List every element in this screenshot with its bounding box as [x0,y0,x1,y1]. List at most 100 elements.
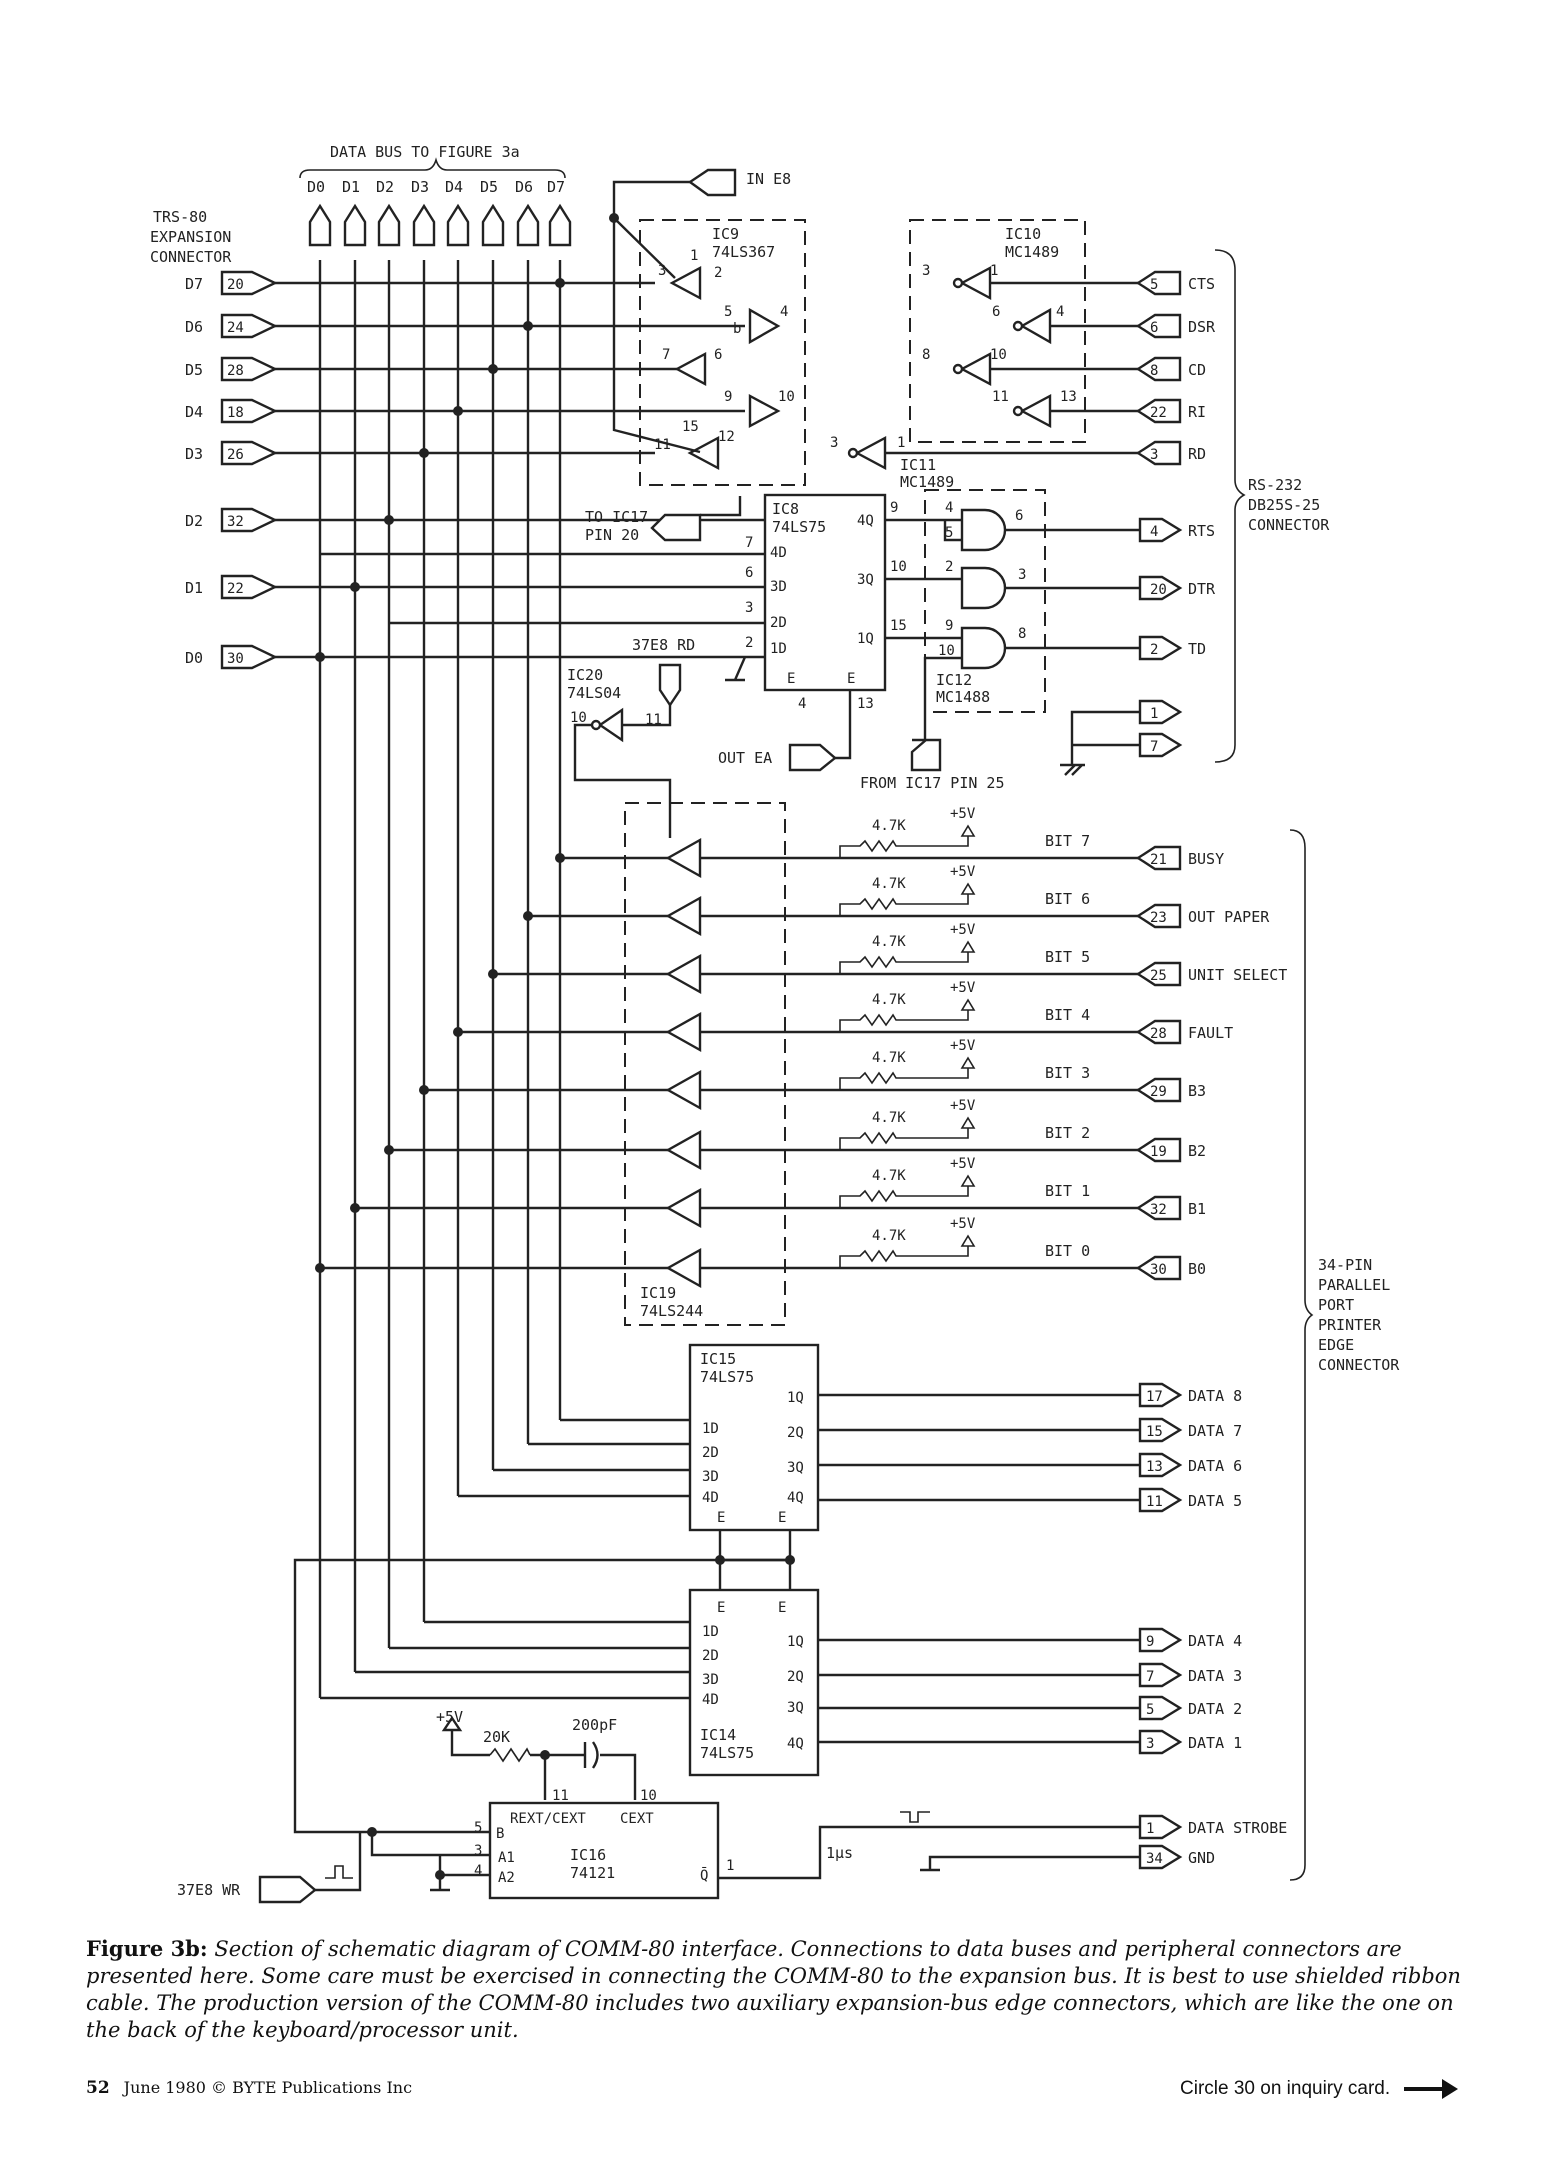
publication-line: June 1980 © BYTE Publications Inc [123,2078,413,2097]
svg-text:9: 9 [890,500,898,516]
svg-text:A1: A1 [498,1850,515,1866]
trs-bit-label: D4 [185,403,203,421]
ic19-buffer [665,1247,702,1289]
pullup-resistor [839,1246,969,1268]
parallel-out-name: DATA 5 [1188,1492,1242,1510]
ic16-chip [488,1801,720,1900]
parallel-bit-label: BIT 5 [1045,948,1090,966]
svg-text:13: 13 [857,696,874,712]
svg-text:IC14: IC14 [700,1726,736,1744]
ic19-buffer [665,1129,702,1171]
parallel-out-name: DATA STROBE [1188,1819,1287,1837]
trs-data-lines [275,281,800,659]
svg-text:15: 15 [682,419,699,435]
figure-caption: Figure 3b: Section of schematic diagram … [86,1935,1486,2044]
parallel-bit-label: BIT 1 [1045,1182,1090,1200]
pullup-resistor [839,1010,969,1032]
svg-text:8: 8 [922,347,930,363]
parallel-in-pin: 25 [1150,968,1167,984]
pullup-value: 4.7K [872,934,906,950]
parallel-in-connector [1135,903,1182,929]
in-e8-connector [687,168,737,197]
parallel-out-name: DATA 6 [1188,1457,1242,1475]
ic19-box [624,802,786,1326]
svg-text:74121: 74121 [570,1864,615,1882]
svg-text:200pF: 200pF [572,1716,617,1734]
svg-text:13: 13 [1060,389,1077,405]
parallel-out-pin: 5 [1146,1702,1154,1718]
parallel-out-pin: 11 [1146,1494,1163,1510]
svg-text:TO IC17: TO IC17 [585,508,648,526]
parallel-out-name: DATA 3 [1188,1667,1242,1685]
svg-text:1D: 1D [770,641,787,657]
parallel-in-pin: 29 [1150,1084,1167,1100]
parallel-in-name: OUT PAPER [1188,908,1270,926]
pullup-resistors: 4.7K+5V4.7K+5V4.7K+5V4.7K+5V4.7K+5V4.7K+… [839,806,976,1268]
svg-text:2D: 2D [770,615,787,631]
svg-text:b: b [733,321,741,337]
svg-text:3D: 3D [702,1469,719,1485]
parallel-in-connector [1135,1255,1182,1281]
svg-text:1D: 1D [702,1421,719,1437]
trs-bit-label: D6 [185,318,203,336]
pullup-resistor [839,836,969,858]
svg-text:3Q: 3Q [857,572,874,588]
svg-text:4: 4 [474,1863,482,1879]
from-ic17-label: FROM IC17 PIN 25 [860,774,1005,792]
vcc-arrow-icon [960,940,976,953]
bus-bit-label: D7 [547,178,565,196]
out-ea-label: OUT EA [718,749,772,767]
svg-text:IC12: IC12 [936,671,972,689]
svg-text:3Q: 3Q [787,1700,804,1716]
bus-bit-head [446,203,470,247]
pullup-vcc: +5V [950,980,976,996]
svg-text:15: 15 [890,618,907,634]
svg-text:1Q: 1Q [787,1634,804,1650]
to-ic17-connector [650,513,702,542]
bus-bit-head [412,203,436,247]
svg-text:TRS-80: TRS-80 [153,208,207,226]
svg-text:5: 5 [474,1820,482,1836]
caption-label: Figure 3b: [86,1936,208,1961]
junction-dot [453,1027,463,1037]
pullup-resistor [839,1128,969,1150]
svg-text:E: E [778,1510,786,1526]
rs232-pin-number: 5 [1150,277,1158,293]
svg-text:3: 3 [1018,567,1026,583]
ic12-box [924,489,1046,713]
rs232-pin-number: 2 [1150,642,1158,658]
svg-text:11: 11 [645,712,662,728]
svg-text:6: 6 [992,304,1000,320]
svg-text:1µs: 1µs [826,1844,853,1862]
svg-text:4Q: 4Q [787,1736,804,1752]
svg-text:3: 3 [745,600,753,616]
rs232-signal-name: TD [1188,640,1206,658]
ic12-label: IC12 MC1488 [936,671,990,706]
parallel-in-connector [1135,1195,1182,1221]
oneshot-rc: +5V 20K 200pF 1µs [436,1708,853,1862]
rs232-brace-label: RS-232 DB25S-25 CONNECTOR [1248,476,1330,534]
svg-text:MC1489: MC1489 [900,473,954,491]
page-number: 52 [86,2078,110,2098]
rs232-pin-connector [1138,517,1183,543]
svg-text:74LS75: 74LS75 [700,1744,754,1762]
parallel-in-pin: 32 [1150,1202,1167,1218]
parallel-in-pin: 28 [1150,1026,1167,1042]
trs-bit-label: D3 [185,445,203,463]
ic19-buffer [665,837,702,879]
svg-text:4Q: 4Q [857,513,874,529]
junction-dot [523,911,533,921]
parallel-in-name: B1 [1188,1200,1206,1218]
bus-bit-head [548,203,572,247]
svg-text:9: 9 [724,389,732,405]
svg-text:IC16: IC16 [570,1846,606,1864]
trs-pin-number: 24 [227,320,244,336]
svg-text:2: 2 [945,559,953,575]
pullup-value: 4.7K [872,1168,906,1184]
footer-right: Circle 30 on inquiry card. [1180,2078,1459,2100]
svg-text:CONNECTOR: CONNECTOR [1318,1356,1400,1374]
svg-text:4D: 4D [702,1490,719,1506]
rs232-signal-name: RI [1188,403,1206,421]
